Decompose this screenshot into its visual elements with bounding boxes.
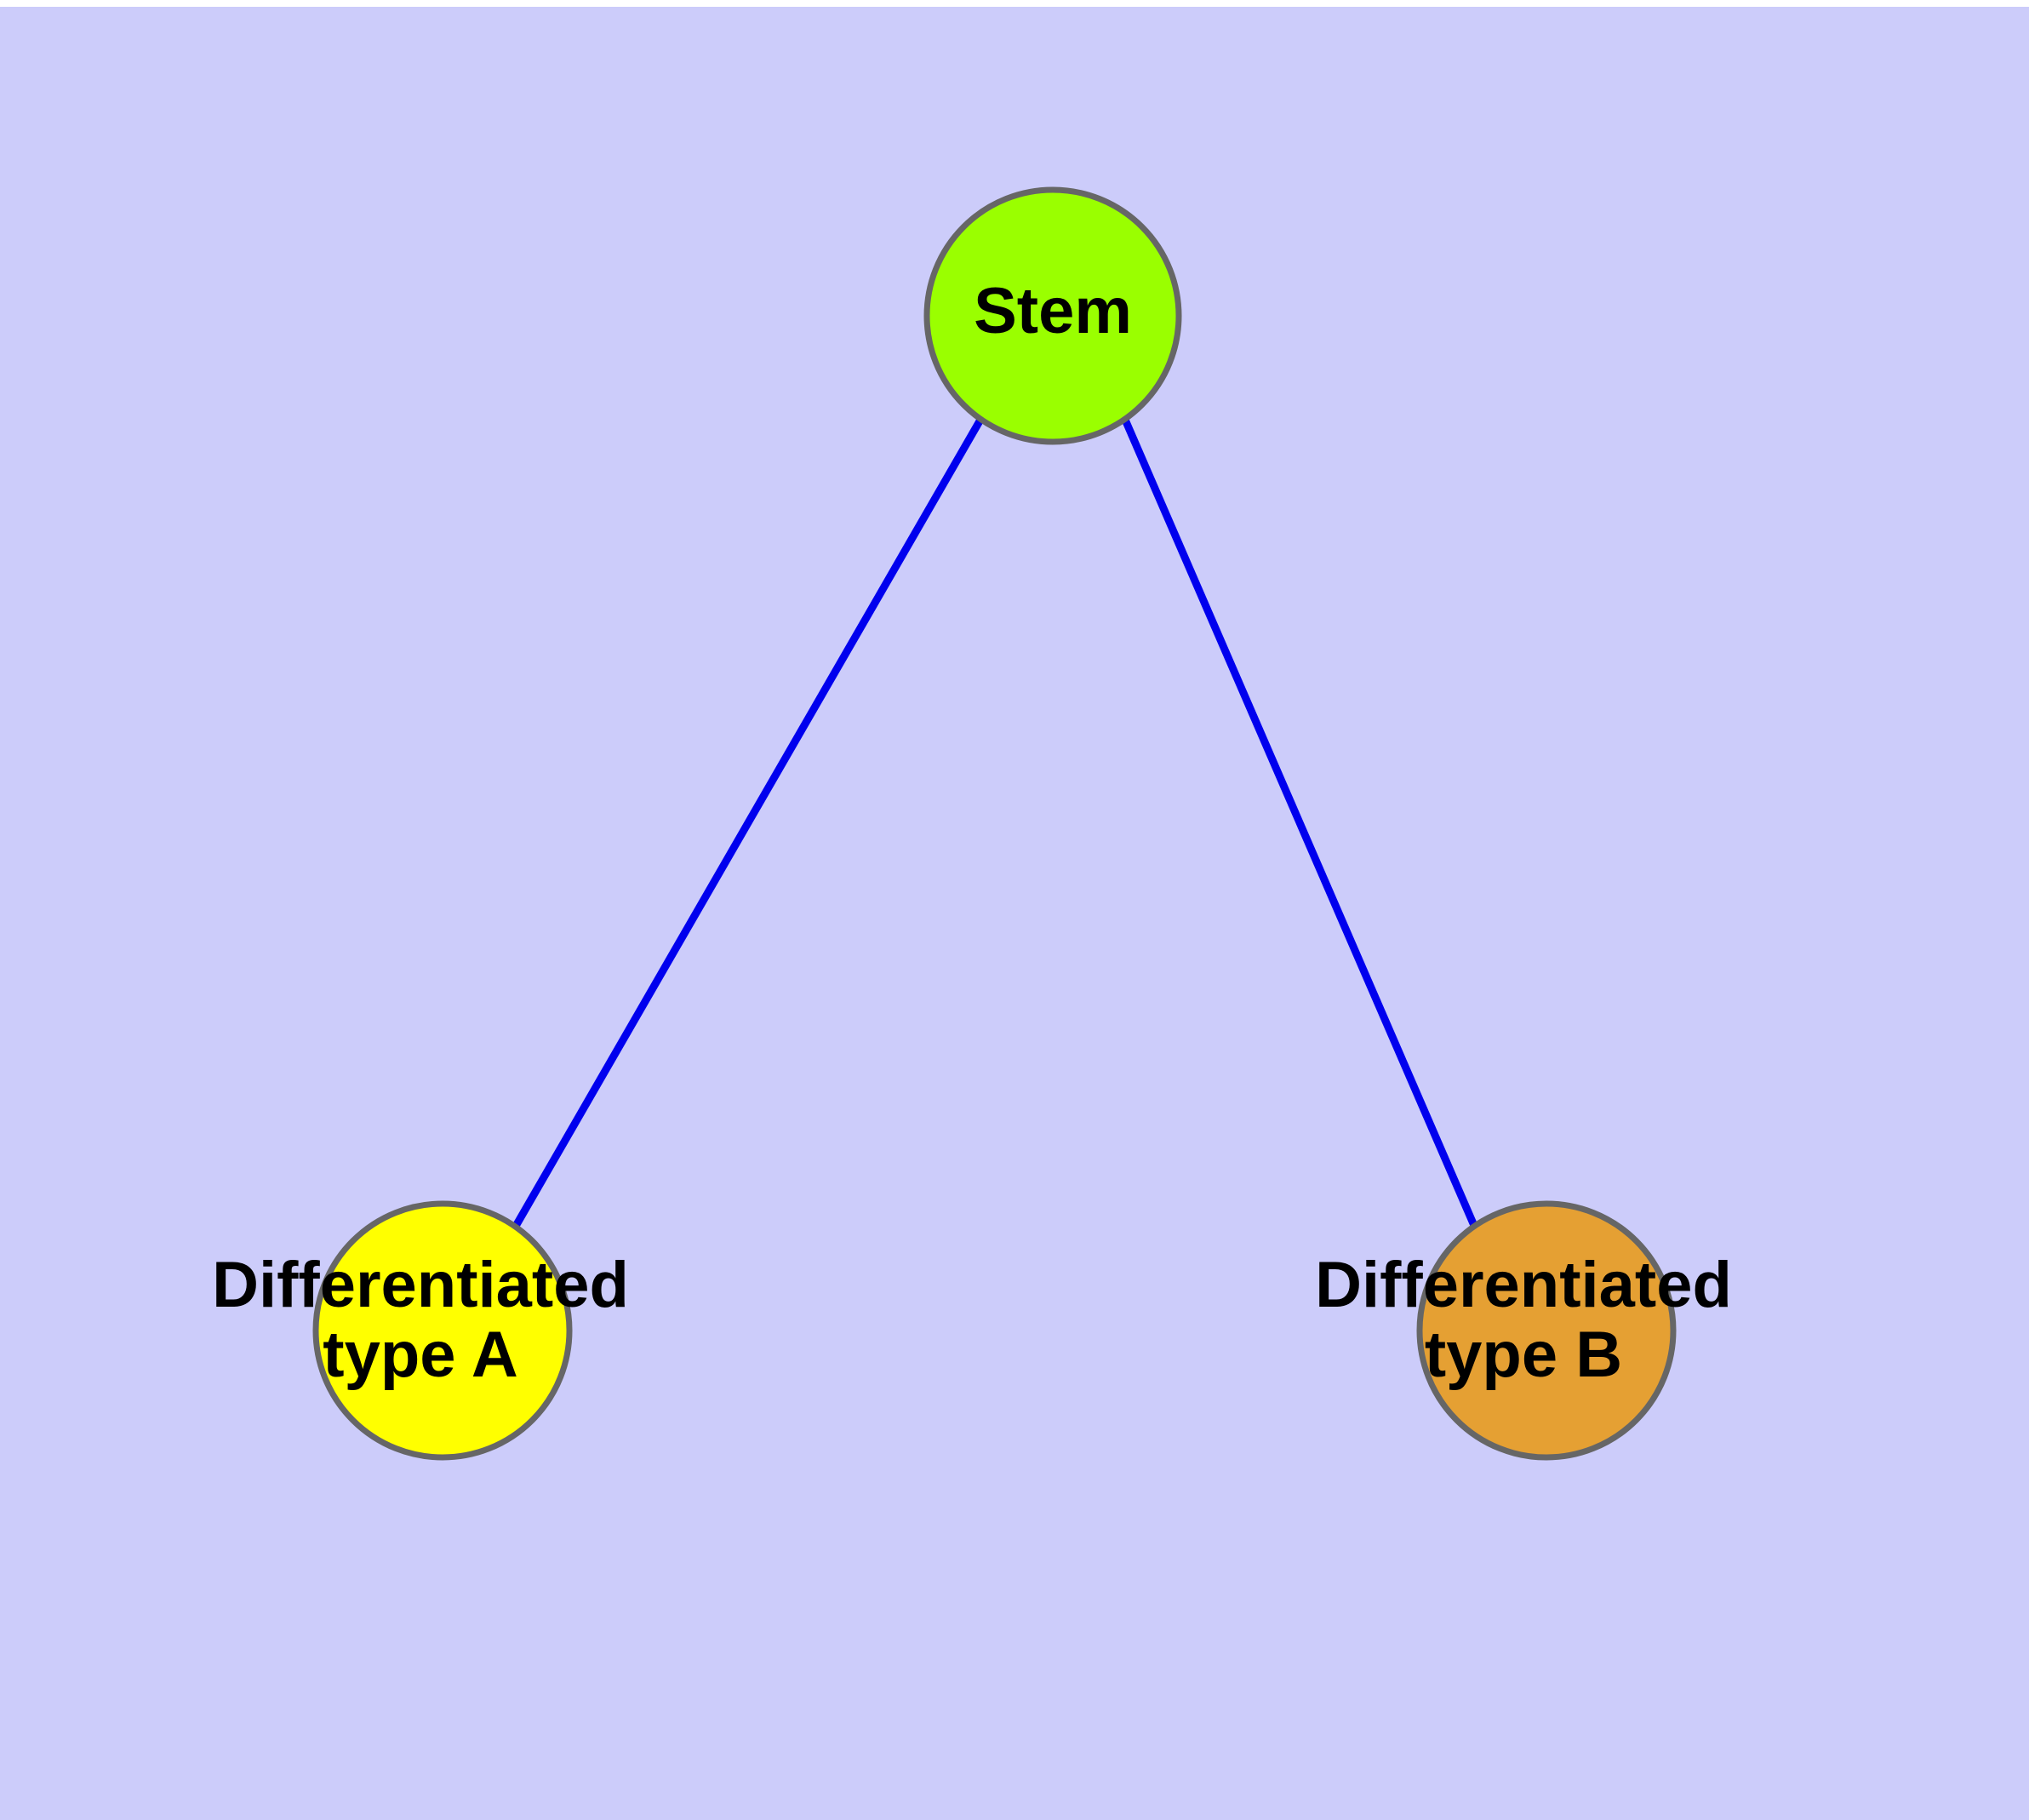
node-stem[interactable] [923, 186, 1182, 445]
edge-stem-to-diff-a[interactable] [512, 417, 984, 1230]
node-label-stem: Stem [974, 275, 1132, 347]
node-label-line: type B [1425, 1319, 1622, 1391]
nodes-layer [312, 186, 1677, 1461]
node-label-line: Differentiated [1315, 1249, 1732, 1321]
node-diff-a[interactable] [312, 1200, 573, 1461]
node-label-line: Differentiated [212, 1249, 629, 1321]
node-label-line: Stem [974, 275, 1132, 347]
node-diff-b[interactable] [1416, 1200, 1677, 1461]
edge-stem-to-diff-b[interactable] [1121, 418, 1479, 1229]
node-label-line: type A [323, 1319, 517, 1391]
edges-layer [512, 417, 1479, 1230]
